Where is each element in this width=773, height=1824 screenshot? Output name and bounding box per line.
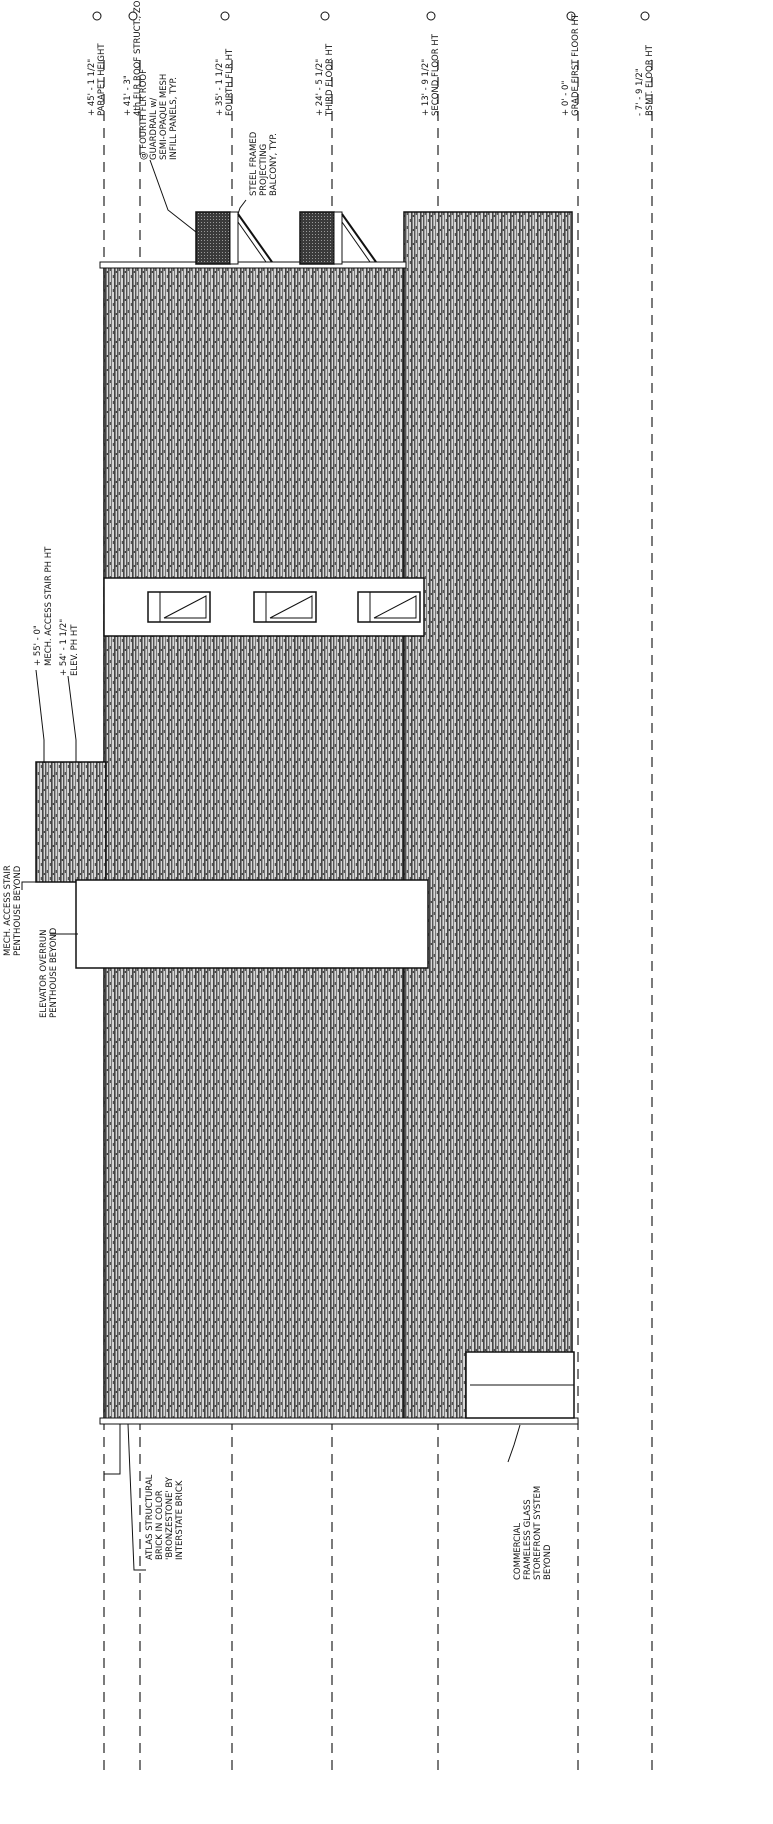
parapet-cap — [99, 261, 407, 269]
level-name-label: BSMT. FLOOR HT — [645, 44, 655, 116]
note-callouts: @ FOURTH FLR ROOF GUARDRAIL w/ SEMI-OPAQ… — [3, 69, 553, 1580]
guardrail-note: @ FOURTH FLR ROOF GUARDRAIL w/ SEMI-OPAQ… — [139, 69, 179, 160]
note-line: COMMERCIAL — [513, 1523, 523, 1580]
note-line: GUARDRAIL w/ — [149, 98, 159, 160]
level-marker-bsmt: - 7' - 9 1/2"BSMT. FLOOR HT — [635, 11, 655, 116]
window-unit — [357, 591, 421, 623]
note-line: ATLAS STRUCTURAL — [145, 1474, 155, 1560]
note-line: ELEVATOR OVERRUN — [39, 929, 49, 1018]
level-elevation-label: + 45' - 1 1/2" — [87, 59, 97, 116]
level-labels: + 45' - 1 1/2"PARAPET HEIGHT + 41' - 3"4t… — [87, 0, 655, 117]
level-name-label: SECOND FLOOR HT — [431, 33, 441, 116]
main-brick-facade — [103, 262, 423, 1424]
level-datum-icon — [128, 11, 138, 21]
level-marker-second: + 13' - 9 1/2"SECOND FLOOR HT — [421, 11, 441, 116]
penthouse-level-labels: + 55' - 0" MECH. ACCESS STAIR PH HT + 54… — [33, 546, 80, 676]
level-elevation-label: - 7' - 9 1/2" — [635, 68, 645, 116]
level-datum-icon — [220, 11, 230, 21]
level-marker-third: + 24' - 5 1/2"THIRD FLOOR HT — [315, 11, 335, 117]
note-line: BRICK IN COLOR — [155, 1490, 165, 1560]
brick-note: ATLAS STRUCTURAL BRICK IN COLOR 'BRONZES… — [145, 1474, 185, 1560]
note-line: 'BRONZESTONE' BY — [165, 1476, 175, 1560]
level-marker-fourth: + 35' - 1 1/2"FOURTH FLR HT — [215, 11, 235, 116]
level-elevation-label: + 0' - 0" — [561, 81, 571, 116]
level-name-label: FOURTH FLR HT — [225, 48, 235, 116]
level-name-label: PARAPET HEIGHT — [97, 43, 107, 116]
level-marker-parapet: + 45' - 1 1/2"PARAPET HEIGHT — [87, 11, 107, 116]
elev-ph-elev-label: + 54' - 1 1/2" — [59, 619, 69, 676]
level-elevation-label: + 13' - 9 1/2" — [421, 59, 431, 116]
elevator-penthouse-note: ELEVATOR OVERRUN PENTHOUSE BEYOND — [39, 927, 59, 1018]
level-elevation-label: + 24' - 5 1/2" — [315, 59, 325, 116]
elev-ph-name-label: ELEV. PH HT — [70, 624, 80, 676]
storefront-note: COMMERCIAL FRAMELESS GLASS STOREFRONT SY… — [513, 1486, 553, 1580]
elevator-overrun — [75, 879, 429, 969]
level-name-label: THIRD FLOOR HT — [325, 43, 335, 117]
level-datum-icon — [566, 11, 576, 21]
balconies — [195, 211, 377, 265]
level-marker-first: + 0' - 0"GRADE FIRST FLOOR HT — [561, 11, 581, 116]
note-line: BEYOND — [543, 1544, 553, 1580]
level-name-label: GRADE FIRST FLOOR HT — [571, 13, 581, 116]
level-datum-icon — [640, 11, 650, 21]
building-mass — [35, 211, 579, 1425]
level-elevation-label: + 41' - 3" — [123, 75, 133, 116]
level-datum-icon — [320, 11, 330, 21]
mesh-infill-panel — [195, 211, 231, 265]
window-units — [147, 591, 421, 623]
window-unit — [253, 591, 317, 623]
note-line: STOREFRONT SYSTEM — [533, 1486, 543, 1580]
level-name-label: 4th FLR ROOF STRUCT., ZONING BLDG HT — [133, 0, 143, 116]
mesh-infill-panel — [299, 211, 335, 265]
note-line: INFILL PANELS, TYP. — [169, 77, 179, 160]
leader-lines — [21, 159, 521, 1571]
level-elevation-label: + 35' - 1 1/2" — [215, 59, 225, 116]
note-line: INTERSTATE BRICK — [175, 1480, 185, 1560]
note-line: BALCONY, TYP. — [269, 133, 279, 196]
note-line: PENTHOUSE BEYOND — [13, 865, 23, 956]
podium-brick-facade — [403, 211, 573, 1424]
stair-ph-name-label: MECH. ACCESS STAIR PH HT — [44, 546, 54, 666]
stair-ph-elev-label: + 55' - 0" — [33, 625, 43, 666]
level-datum-icon — [426, 11, 436, 21]
note-line: FRAMELESS GLASS — [523, 1499, 533, 1580]
balcony — [195, 211, 273, 265]
note-line: STEEL FRAMED — [249, 131, 259, 196]
level-datum-icon — [92, 11, 102, 21]
balcony — [299, 211, 377, 265]
stair-penthouse-note: MECH. ACCESS STAIR PENTHOUSE BEYOND — [3, 865, 23, 956]
facade-base — [99, 1417, 579, 1425]
window-unit — [147, 591, 211, 623]
note-line: SEMI-OPAQUE MESH — [159, 74, 169, 160]
level-marker-roof-struct: + 41' - 3"4th FLR ROOF STRUCT., ZONING B… — [123, 0, 143, 116]
balcony-note: STEEL FRAMED PROJECTING BALCONY, TYP. — [249, 131, 279, 196]
note-line: PROJECTING — [259, 144, 269, 196]
note-line: @ FOURTH FLR ROOF — [139, 69, 149, 160]
note-line: MECH. ACCESS STAIR — [3, 865, 13, 956]
note-line: PENTHOUSE BEYOND — [49, 927, 59, 1018]
stair-penthouse — [35, 761, 107, 883]
